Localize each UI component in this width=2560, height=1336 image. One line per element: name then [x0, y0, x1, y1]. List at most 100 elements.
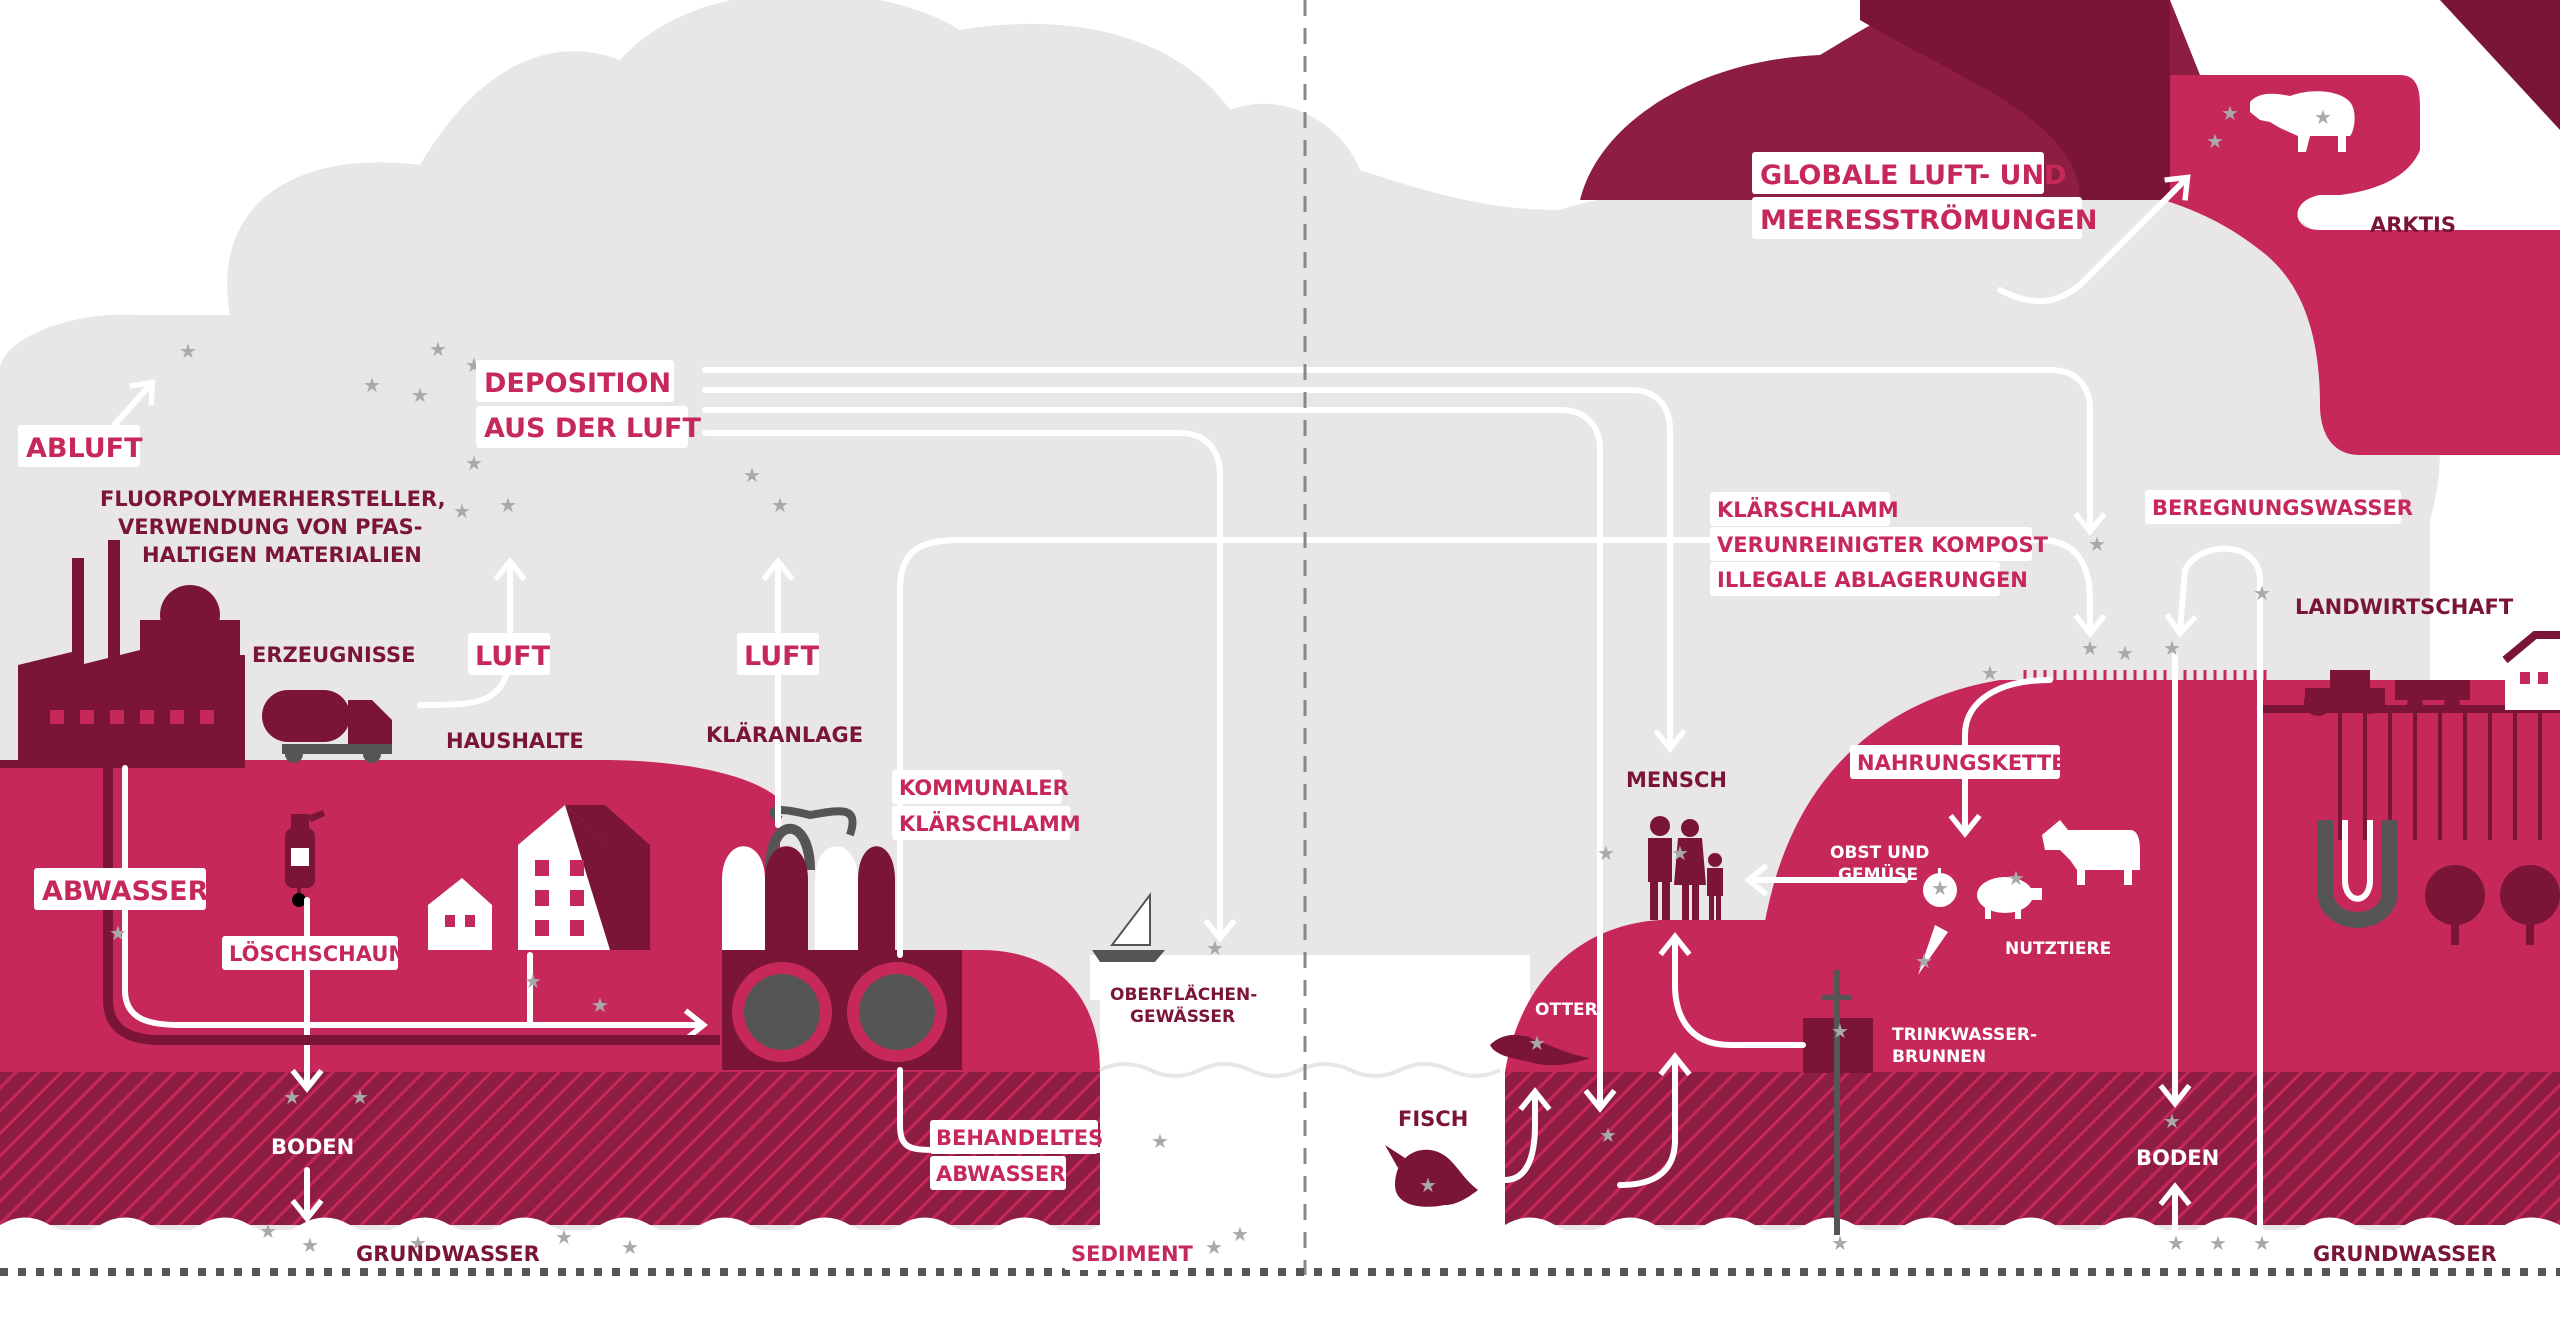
pfas-star: ★ [2167, 1231, 2185, 1255]
pfas-star: ★ [771, 493, 789, 517]
pfas-star: ★ [621, 1235, 639, 1259]
pfas-star: ★ [1151, 1129, 1169, 1153]
arrow-groundwater-up [1617, 1052, 1692, 1188]
arrow-deposition-2 [702, 387, 1687, 753]
pfas-star: ★ [1419, 1173, 1437, 1197]
label-obst-2: GEMÜSE [1838, 863, 1918, 885]
polar-bear-icon [2250, 91, 2355, 152]
pfas-star: ★ [2088, 532, 2106, 556]
field-rows [2338, 710, 2542, 840]
label-trinkwasser-1: TRINKWASSER- [1892, 1025, 2037, 1045]
pfas-star: ★ [2221, 101, 2239, 125]
pfas-star: ★ [1597, 841, 1615, 865]
pfas-star: ★ [465, 451, 483, 475]
pfas-star: ★ [283, 1085, 301, 1109]
label-erzeugnisse: ERZEUGNISSE [252, 643, 415, 667]
family-icon [1648, 816, 1723, 920]
pfas-star: ★ [2116, 641, 2134, 665]
arrow-beregnung [2164, 545, 2263, 1233]
arrow-klaerschlamm-1 [897, 537, 2107, 958]
pfas-star: ★ [555, 1225, 573, 1249]
abwasser-dark-pipe [103, 768, 720, 1045]
svg-text:KLÄRSCHLAMM: KLÄRSCHLAMM [899, 811, 1081, 836]
label-behandeltes-abwasser: BEHANDELTES ABWASSER [930, 1120, 1103, 1190]
arrow-fish-up [1475, 1087, 1552, 1183]
pfas-star: ★ [1671, 841, 1689, 865]
well-icon [1803, 970, 1873, 1235]
right-hill-front [1505, 920, 1780, 1072]
arrow-well [1658, 932, 1806, 1048]
pfas-star: ★ [2253, 581, 2271, 605]
label-otter: OTTER [1535, 1000, 1598, 1020]
arctic-dark-peak [1860, 0, 2170, 200]
arrow-deposition-3 [702, 407, 1617, 1113]
label-obst-1: OBST UND [1830, 843, 1929, 863]
pfas-star: ★ [2081, 636, 2099, 660]
label-arktis: ARKTIS [2370, 213, 2456, 237]
label-deposition: DEPOSITION AUS DER LUFT [476, 360, 701, 448]
pfas-star: ★ [301, 1233, 319, 1257]
arctic-white-peak [2170, 0, 2390, 75]
svg-text:LUFT: LUFT [475, 641, 551, 672]
pfas-star: ★ [1528, 1031, 1546, 1055]
arctic-dark-right [2440, 0, 2560, 130]
arrow-sediment [1207, 1163, 1383, 1243]
pfas-star: ★ [429, 337, 447, 361]
pfas-star: ★ [2206, 129, 2224, 153]
label-loeschschaum: LÖSCHSCHAUM [222, 936, 409, 970]
svg-text:SEDIMENT: SEDIMENT [1071, 1242, 1194, 1266]
label-fluor-3: HALTIGEN MATERIALIEN [142, 543, 422, 567]
svg-text:VERUNREINIGTER KOMPOST: VERUNREINIGTER KOMPOST [1717, 533, 2049, 557]
label-beregnungswasser: BEREGNUNGSWASSER [2145, 490, 2413, 524]
label-boden-right: BODEN [2136, 1146, 2219, 1170]
cow-icon [2042, 820, 2140, 885]
pfas-star: ★ [453, 499, 471, 523]
svg-text:ABWASSER: ABWASSER [936, 1162, 1065, 1186]
pfas-stars: ★★★★★★★★★★★★★★★★★★★★★★★★★★★★★★★★★★★★★★★★… [109, 101, 2332, 1259]
label-mensch: MENSCH [1626, 768, 1727, 792]
left-groundwater-hatch [0, 1072, 1100, 1225]
pfas-star: ★ [2163, 1109, 2181, 1133]
arctic-pink-land [2150, 75, 2560, 455]
arrow-nahrungskette [1948, 677, 2053, 838]
left-water-wave [0, 1217, 1100, 1262]
svg-text:KLÄRSCHLAMM: KLÄRSCHLAMM [1717, 497, 1899, 522]
pfas-star: ★ [499, 493, 517, 517]
svg-text:DEPOSITION: DEPOSITION [484, 368, 671, 399]
svg-text:NAHRUNGSKETTE: NAHRUNGSKETTE [1857, 751, 2066, 775]
pfas-star: ★ [1206, 936, 1224, 960]
pig-icon [1977, 877, 2042, 919]
right-water-wave [1505, 1217, 2560, 1262]
label-grundwasser-right: GRUNDWASSER [2313, 1242, 2497, 1266]
label-abwasser: ABWASSER [34, 868, 209, 910]
pfas-star: ★ [2007, 866, 2025, 890]
svg-text:GLOBALE LUFT- UND: GLOBALE LUFT- UND [1760, 160, 2066, 191]
farmhouse-icon [2502, 631, 2560, 710]
field-stripes [2023, 670, 2267, 708]
svg-text:KOMMUNALER: KOMMUNALER [899, 776, 1069, 800]
arrow-deposition-1 [702, 367, 2107, 536]
svg-text:ABLUFT: ABLUFT [26, 433, 143, 464]
pfas-star: ★ [591, 993, 609, 1017]
label-kommunaler-klaerschlamm: KOMMUNALER KLÄRSCHLAMM [892, 770, 1081, 840]
irrigation-u-pipe [2317, 820, 2398, 928]
treatment-plant-icon [722, 806, 962, 1070]
label-haushalte: HAUSHALTE [446, 729, 584, 753]
label-landwirtschaft: LANDWIRTSCHAFT [2295, 595, 2514, 619]
svg-text:BEREGNUNGSWASSER: BEREGNUNGSWASSER [2152, 496, 2413, 520]
label-global-currents: GLOBALE LUFT- UND MEERESSTRÖMUNGEN [1752, 152, 2097, 239]
arrow-abluft [107, 379, 156, 433]
truck-icon [262, 690, 392, 763]
factory-base-line [0, 760, 245, 768]
pfas-star: ★ [1831, 1231, 1849, 1255]
apple-icon [1923, 868, 1957, 907]
label-sediment: SEDIMENT [1064, 1236, 1194, 1270]
label-klaerschlamm-sources: KLÄRSCHLAMM VERUNREINIGTER KOMPOST ILLEG… [1710, 492, 2049, 596]
pfas-star: ★ [1931, 876, 1949, 900]
sailboat-icon [1092, 892, 1165, 962]
pfas-star: ★ [2253, 1231, 2271, 1255]
pfas-star: ★ [179, 339, 197, 363]
label-klaeranlage: KLÄRANLAGE [706, 722, 863, 747]
